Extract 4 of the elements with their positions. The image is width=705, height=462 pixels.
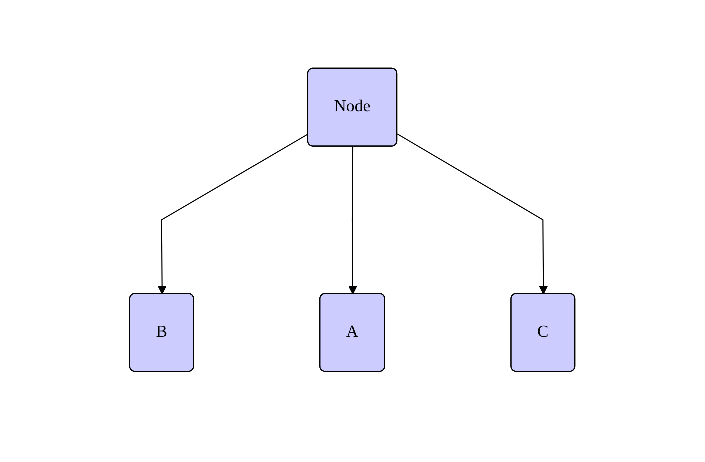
arrow [348, 146, 358, 295]
arrow [158, 134, 309, 295]
arrow [397, 134, 548, 295]
flowchart: Node B A C [60, 60, 645, 380]
